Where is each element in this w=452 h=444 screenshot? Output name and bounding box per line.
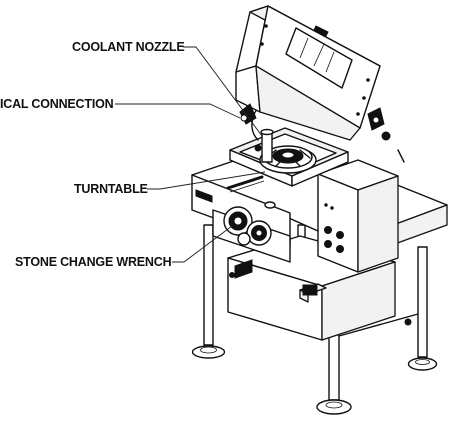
label-electrical-connection: ICAL CONNECTION [0, 97, 114, 111]
control-button [336, 245, 344, 253]
control-button [336, 231, 344, 239]
leg-back-right [417, 246, 428, 358]
leg-front-left [203, 224, 214, 346]
spindle-housing [212, 206, 291, 263]
coolant-nozzle-leader [183, 46, 263, 137]
stone-change-wrench-leader [172, 225, 233, 263]
label-coolant-nozzle: COOLANT NOZZLE [72, 40, 184, 54]
electrical-connection-leader [115, 103, 241, 119]
control-button [324, 226, 332, 234]
foot-front-right [316, 399, 352, 415]
foot-front-left [191, 345, 226, 359]
electrical-box [302, 159, 399, 296]
hood-window [285, 27, 353, 89]
turntable [259, 145, 317, 174]
label-turntable: TURNTABLE [74, 182, 148, 196]
turntable-leader [147, 171, 266, 190]
hood [235, 5, 405, 163]
label-stone-change-wrench: STONE CHANGE WRENCH [15, 255, 172, 269]
control-button [324, 240, 332, 248]
hood-handle [313, 25, 329, 37]
